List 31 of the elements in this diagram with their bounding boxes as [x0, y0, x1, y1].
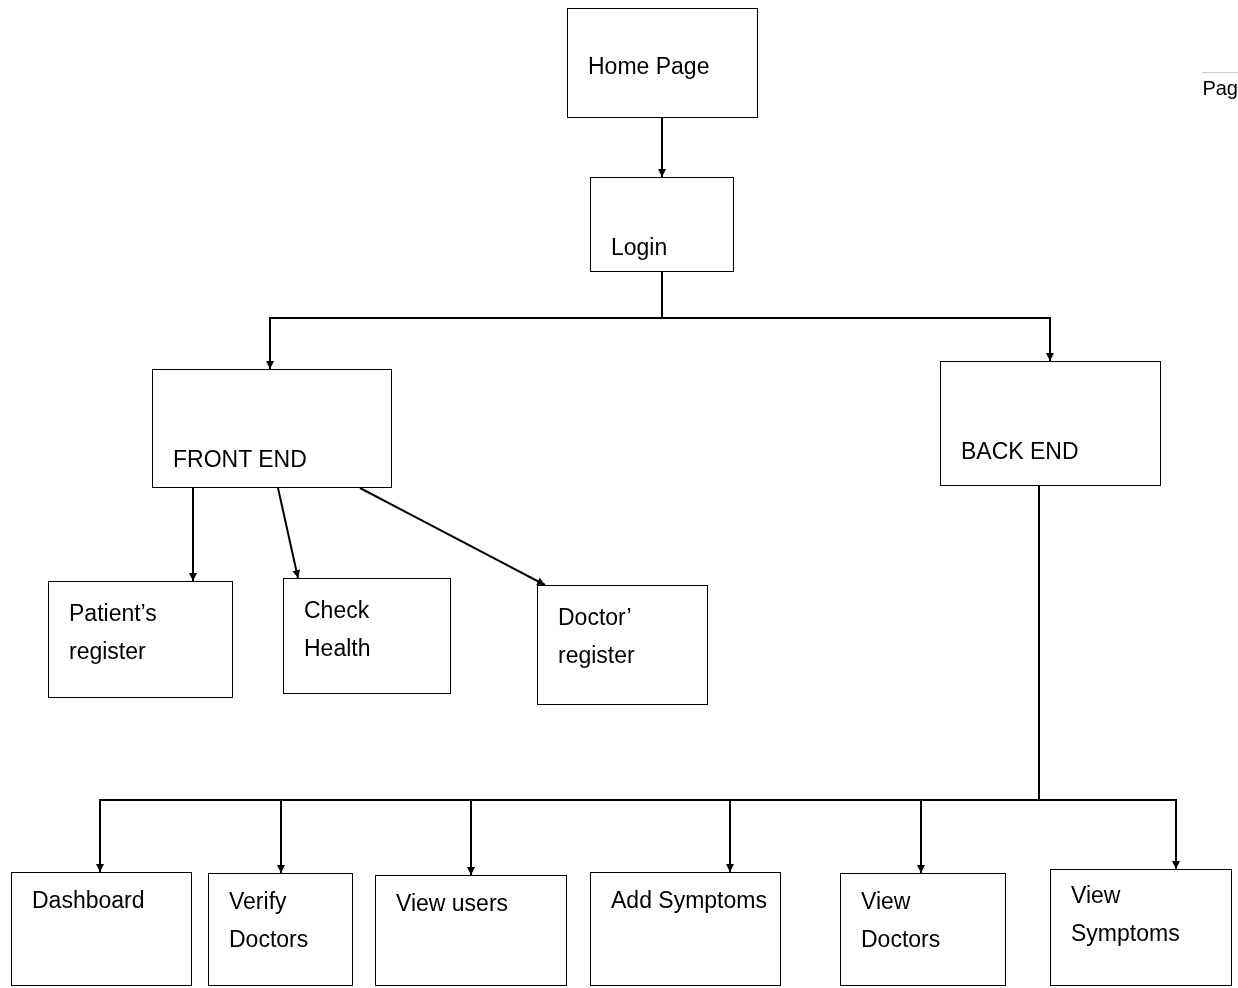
arrow	[658, 117, 666, 178]
box-label: Login	[611, 233, 669, 262]
process-box	[537, 585, 708, 705]
box-label: View Doctors	[861, 887, 942, 954]
process-box	[940, 361, 1161, 486]
box-label: Home Page	[588, 52, 711, 81]
process-box	[283, 578, 451, 694]
process-box	[152, 369, 392, 488]
box-label: View users	[396, 889, 510, 918]
process-box	[375, 875, 567, 986]
process-box	[590, 177, 734, 272]
box-label: Verify Doctors	[229, 887, 310, 954]
box-label: Patient’s register	[69, 599, 158, 666]
box-label: BACK END	[961, 437, 1080, 466]
page-header: Pag	[1202, 72, 1238, 100]
process-box	[840, 873, 1006, 986]
box-label: Doctor’ register	[558, 603, 636, 670]
box-label: Add Symptoms	[611, 886, 768, 915]
process-box	[567, 8, 758, 118]
process-box	[48, 581, 233, 698]
arrow	[277, 487, 301, 579]
box-label: View Symptoms	[1071, 881, 1181, 948]
process-box	[590, 872, 781, 986]
box-label: Check Health	[304, 596, 372, 663]
arrow	[189, 487, 197, 582]
process-box	[1050, 869, 1232, 986]
box-label: Dashboard	[32, 886, 146, 915]
box-label: FRONT END	[173, 445, 308, 474]
process-box	[11, 872, 192, 986]
arrow	[359, 487, 546, 586]
process-box	[208, 873, 353, 986]
